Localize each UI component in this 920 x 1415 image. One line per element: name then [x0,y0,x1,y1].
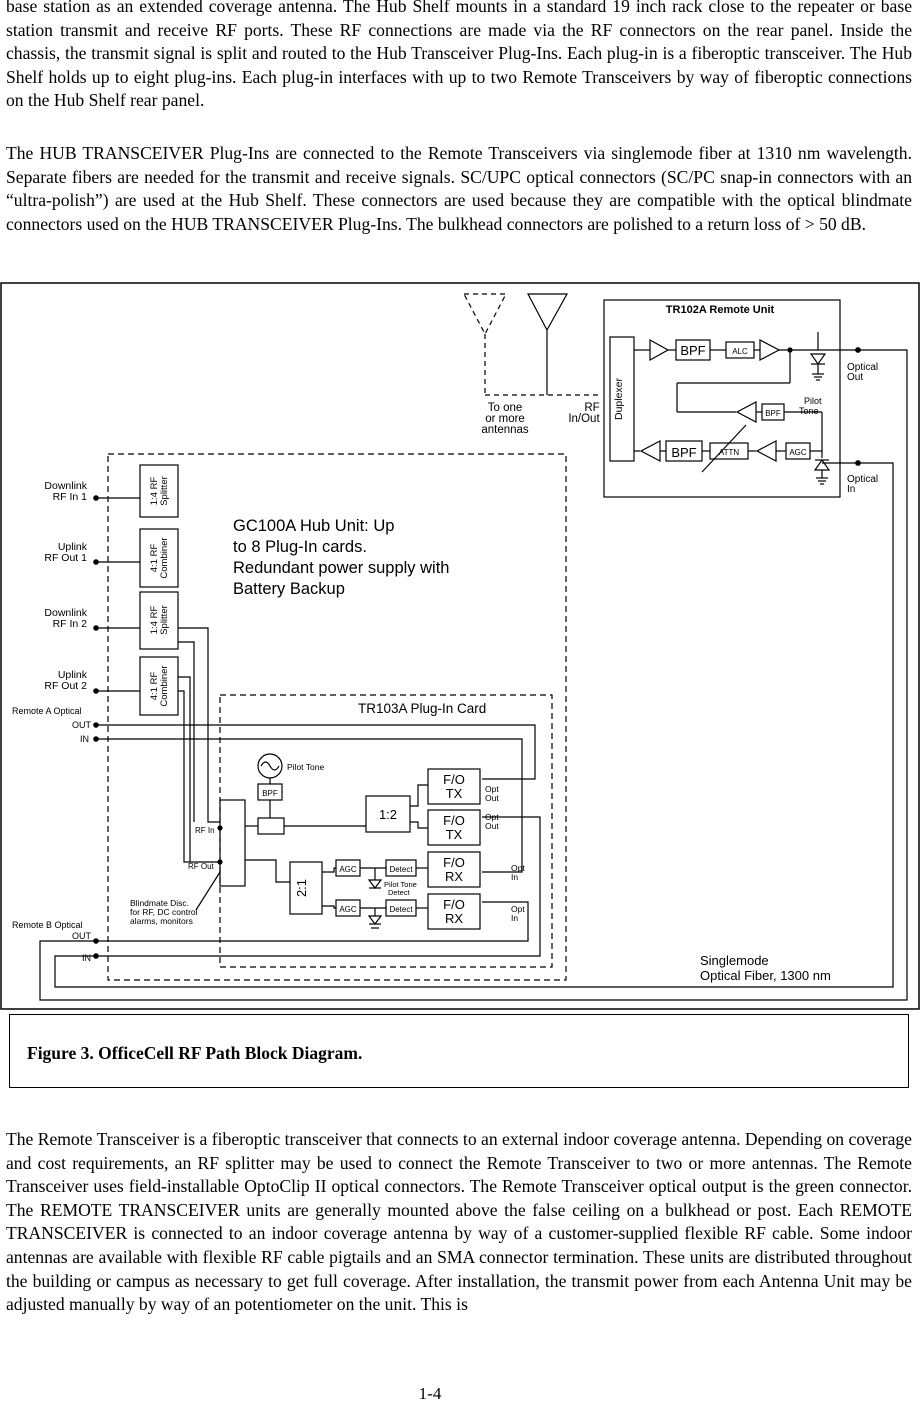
detect-label-1: Detect [389,865,413,874]
pilot-tone-card-label: Pilot Tone [287,762,324,772]
remote-unit-box [603,299,841,498]
splitter-1-2-label: 1:2 [379,807,397,822]
hub-unit-box [107,453,567,981]
rf-in-card-label: RF In [195,826,215,835]
combiner-2-1-block [289,861,323,915]
duplexer-block [609,336,635,462]
fo-rx-1-block [427,851,481,888]
photodiode-icon [813,458,831,471]
amplifier-icon [735,401,757,423]
duplexer-label: Duplexer [613,377,625,420]
combiner-2-1-label: 2:1 [294,879,309,897]
diagram-border [0,282,920,1010]
bpf-label: BPF [680,343,705,358]
bpf-card-label: BPF [262,789,278,798]
agc-card-label-1: AGC [339,865,357,874]
rf-out-card-label: RF Out [188,862,215,871]
plugin-card-title: TR103A Plug-In Card [358,701,486,716]
photodiode-icon [367,879,383,889]
splitter-combiner-blocks [139,464,179,716]
photodiode-icon [367,915,383,925]
agc-label: AGC [789,448,807,457]
remote-b-in-label: IN [82,953,91,963]
splitter-2-label: 1:4 RFSplitter [149,605,170,635]
combiner-1-label: 4:1 RFCombiner [149,537,170,578]
remote-a-out-label: OUT [72,720,92,730]
alc-label: ALC [732,347,748,356]
fo-tx-1-block [427,768,481,805]
remote-a-in-label: IN [80,734,89,744]
combiner-2-label: 4:1 RFCombiner [149,665,170,706]
fo-rx-2-block [427,893,481,930]
remote-unit-title: TR102A Remote Unit [666,304,775,316]
blindmate-connector [219,799,246,887]
fo-tx-2-block [427,809,481,846]
antenna-icons [463,293,598,396]
splitter-1-label: 1:4 RFSplitter [149,476,170,506]
body-paragraph-2: The HUB TRANSCEIVER Plug-Ins are connect… [6,143,912,234]
amplifier-icon [755,440,777,462]
figure-caption-box: Figure 3. OfficeCell RF Path Block Diagr… [9,1014,909,1088]
remote-b-label: Remote B Optical [12,920,83,930]
detect-label-2: Detect [389,905,413,914]
bpf-pilot-label: BPF [765,409,781,418]
agc-card-label-2: AGC [339,905,357,914]
page-number: 1-4 [418,1384,442,1403]
remote-a-label: Remote A Optical [12,706,82,716]
body-paragraph-3: The Remote Transceiver is a fiberoptic t… [6,1129,912,1315]
remote-b-out-label: OUT [72,931,92,941]
attn-label: ATTN [719,448,740,457]
bpf-ul-label: BPF [671,445,696,460]
diplexer-card-block [257,817,285,835]
plugin-card-box [219,694,553,968]
laser-diode-icon [809,353,827,366]
amplifier-icon [639,440,661,462]
splitter-1-2-block [365,795,411,833]
figure-caption: Figure 3. OfficeCell RF Path Block Diagr… [27,1043,363,1063]
amplifier-icon [759,339,781,361]
body-paragraph-1: base station as an extended coverage ant… [6,0,912,111]
amplifier-icon [649,338,670,362]
